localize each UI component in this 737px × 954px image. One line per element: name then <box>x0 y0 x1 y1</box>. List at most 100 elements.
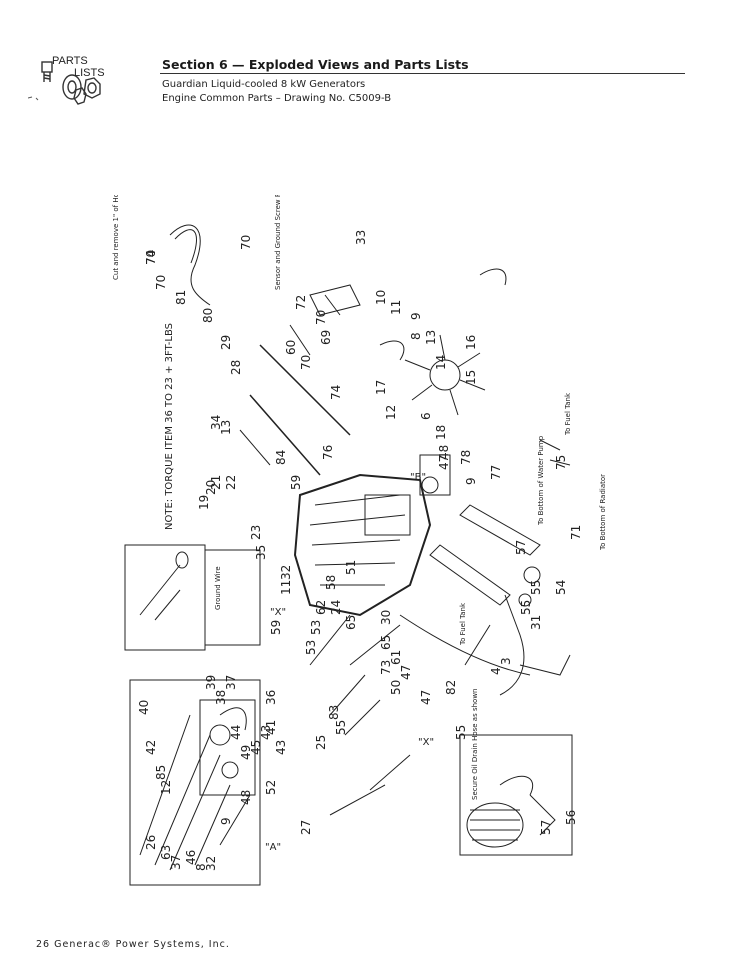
water-pump-callout: To Bottom of Water Pump <box>537 435 545 526</box>
inset-box-sensor <box>124 544 206 651</box>
part-number-label: 9 <box>409 312 423 320</box>
part-number-label: 55 <box>519 600 533 615</box>
part-number-label: 42 <box>144 740 158 755</box>
inset-box-a <box>129 679 261 886</box>
part-number-label: 56 <box>564 810 578 825</box>
part-number-label: 47 <box>437 455 451 470</box>
part-number-label: 70 <box>314 310 328 325</box>
marker-x-2: "X" <box>418 737 434 748</box>
marker-b: "B" <box>410 472 426 483</box>
part-number-label: 54 <box>554 580 568 595</box>
part-number-label: 45 <box>249 740 263 755</box>
part-number-label: 3 <box>499 657 513 665</box>
inset-box-oil-drain <box>459 734 573 856</box>
radiator-callout: To Bottom of Radiator <box>599 474 607 551</box>
part-number-label: 47 <box>399 665 413 680</box>
part-number-label: 8 <box>194 863 208 871</box>
part-number-label: 39 <box>204 675 218 690</box>
part-number-label: 11 <box>389 300 403 315</box>
generator-subtitle: Guardian Liquid-cooled 8 kW Generators <box>162 79 366 90</box>
part-number-label: 40 <box>137 700 151 715</box>
part-number-label: 29 <box>219 335 233 350</box>
part-number-label: 48 <box>437 445 451 460</box>
part-number-label: 57 <box>514 540 528 555</box>
part-number-label: 17 <box>374 380 388 395</box>
part-number-label: 48 <box>239 790 253 805</box>
part-number-label: 76 <box>321 445 335 460</box>
part-number-label: 37 <box>224 675 238 690</box>
part-number-label: 13 <box>424 330 438 345</box>
part-number-label: 59 <box>269 620 283 635</box>
part-number-label: 41 <box>264 720 278 735</box>
part-number-label: 59 <box>289 475 303 490</box>
part-number-label: 71 <box>569 525 583 540</box>
part-number-label: 53 <box>309 620 323 635</box>
part-number-label: 84 <box>274 450 288 465</box>
part-number-label: 63 <box>159 845 173 860</box>
part-number-label: 77 <box>489 465 503 480</box>
part-number-label: 31 <box>529 615 543 630</box>
part-number-label: 20 <box>204 480 218 495</box>
part-number-label: 55 <box>454 725 468 740</box>
section-title: Section 6 — Exploded Views and Parts Lis… <box>162 57 469 72</box>
part-number-label: 58 <box>324 575 338 590</box>
part-number-label: 69 <box>319 330 333 345</box>
exploded-view-diagram: NOTE: TORQUE ITEM 36 TO 23 + 3FT-LBS Cut… <box>112 195 607 886</box>
part-number-label: 32 <box>279 565 293 580</box>
part-number-label: 36 <box>264 690 278 705</box>
ground-wire-callout: Ground Wire <box>214 566 222 610</box>
part-number-label: 30 <box>379 610 393 625</box>
part-number-label: 50 <box>389 680 403 695</box>
part-number-label: 35 <box>254 545 268 560</box>
part-number-label: 22 <box>224 475 238 490</box>
part-number-label: 43 <box>259 725 273 740</box>
part-number-label: 70 <box>154 275 168 290</box>
part-number-label: 85 <box>154 765 168 780</box>
part-number-label: 62 <box>314 600 328 615</box>
part-number-label: 60 <box>284 340 298 355</box>
part-number-label: 9 <box>464 477 478 485</box>
part-number-label: 75 <box>554 455 568 470</box>
part-number-label: 51 <box>344 560 358 575</box>
oil-drain-callout: Secure Oil Drain Hose as shown <box>471 689 479 801</box>
part-number-label: 19 <box>197 495 211 510</box>
part-number-label: 6 <box>419 412 433 420</box>
inset-box-a-detail <box>199 699 256 796</box>
part-number-label: 78 <box>459 450 473 465</box>
part-number-label: 12 <box>384 405 398 420</box>
part-number-label: 33 <box>354 230 368 245</box>
part-number-label: 55 <box>529 580 543 595</box>
header-rule <box>160 73 685 74</box>
part-number-label: 47 <box>419 690 433 705</box>
part-number-label: 37 <box>169 855 183 870</box>
part-number-label: 15 <box>464 370 478 385</box>
logo-parts-text: PARTS <box>52 55 88 67</box>
part-number-label: 12 <box>159 780 173 795</box>
part-number-label: 43 <box>274 740 288 755</box>
part-number-label: 28 <box>229 360 243 375</box>
part-number-label: 21 <box>209 475 223 490</box>
part-number-label: 70 <box>299 355 313 370</box>
part-number-label: 32 <box>204 856 218 871</box>
part-number-label: 14 <box>434 355 448 370</box>
part-number-label: 72 <box>294 295 308 310</box>
part-number-label: 23 <box>249 525 263 540</box>
marker-x-1: "X" <box>270 607 286 618</box>
part-number-label: 57 <box>539 820 553 835</box>
part-number-label: 18 <box>434 425 448 440</box>
part-number-label: 73 <box>379 660 393 675</box>
nut-bolt-icon <box>23 61 101 105</box>
part-number-label: 4 <box>489 667 503 675</box>
part-number-label: 9 <box>219 817 233 825</box>
page-footer: 26 Generac® Power Systems, Inc. <box>36 939 230 950</box>
drawing-subtitle: Engine Common Parts – Drawing No. C5009-… <box>162 93 392 104</box>
part-number-label: 24 <box>329 600 343 615</box>
part-number-label: 61 <box>389 650 403 665</box>
part-number-label: 49 <box>239 745 253 760</box>
part-number-label: 11 <box>279 580 293 595</box>
part-number-label: 82 <box>444 680 458 695</box>
part-number-label: 44 <box>229 725 243 740</box>
part-number-label: 74 <box>144 250 158 265</box>
part-number-label: 26 <box>144 835 158 850</box>
